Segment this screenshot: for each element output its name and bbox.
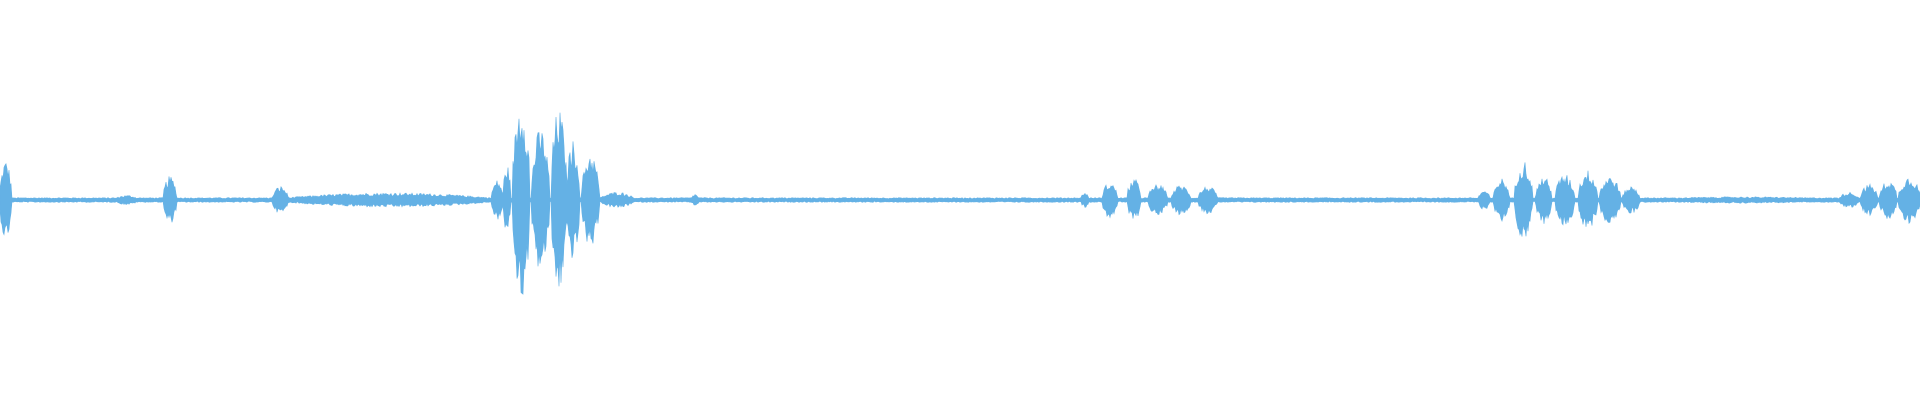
waveform-trace (0, 112, 1920, 295)
